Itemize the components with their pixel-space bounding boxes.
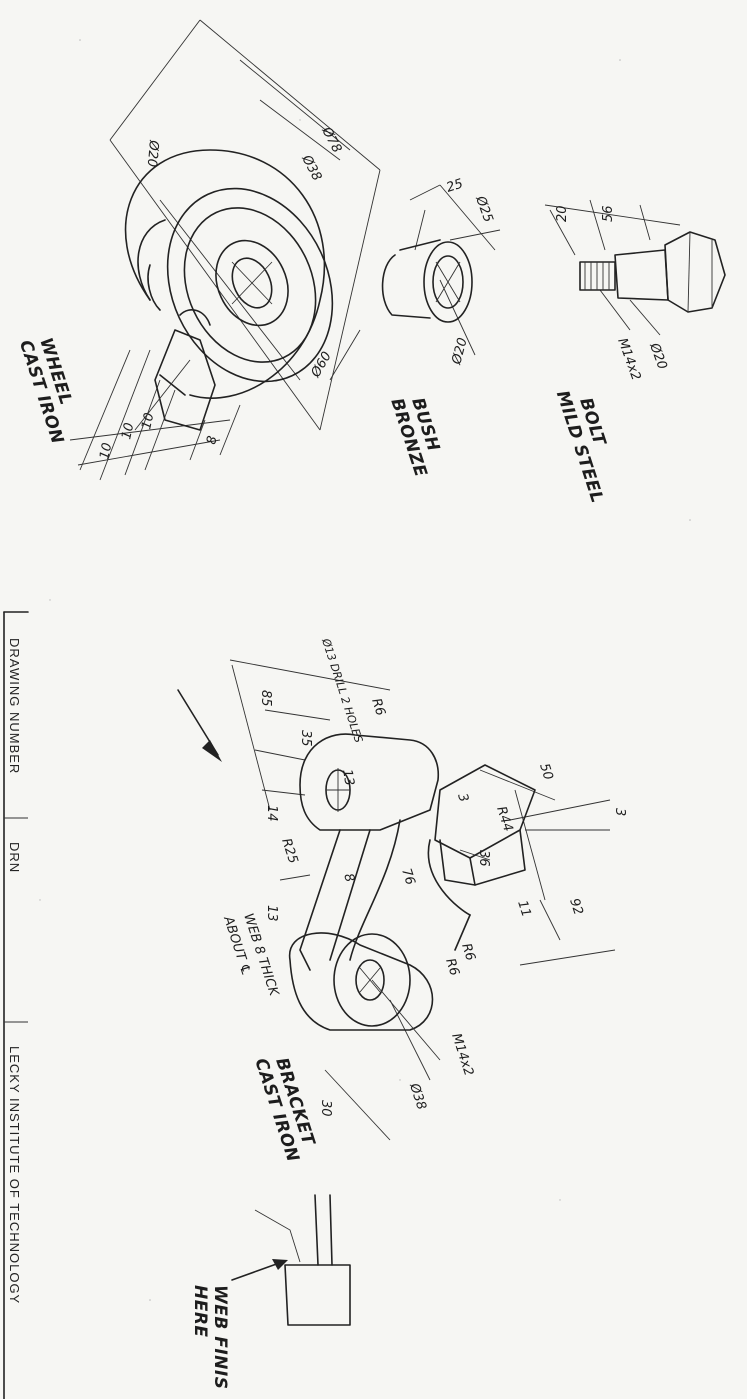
bracket-dim-d30: 30 [318, 1100, 333, 1117]
bolt-dim-b: 56 [601, 205, 616, 222]
bush-dimension-labels: 25 Ø25 Ø20 [445, 176, 496, 367]
bracket-dim-d38: Ø38 [406, 1081, 429, 1112]
title-block-drawing-number: DRAWING NUMBER [7, 638, 22, 774]
bracket-dimension-labels: Ø13 DRILL 2 HOLES R6 85 35 13 14 R25 13 … [220, 636, 627, 1117]
bolt-dimension-lines [544, 199, 681, 336]
bracket-dim-d14: 14 [264, 805, 279, 822]
wheel-dim-d1: Ø78 [318, 124, 344, 156]
wheel-dimension-lines [69, 19, 381, 481]
web-detail-leader [231, 1261, 283, 1281]
bush-caption: BUSH BRONZE [386, 395, 443, 479]
bracket-dimension-lines [229, 659, 616, 1141]
bracket-drawing [177, 659, 616, 1141]
bracket-dim-d85: 85 [258, 690, 273, 707]
web-detail-note-2: HERE [190, 1285, 210, 1338]
bush-dim-len: 25 [445, 176, 465, 195]
title-block-drn: DRN [7, 842, 22, 873]
wheel-dim-w1: 10 [97, 442, 115, 461]
bracket-dim-m14: M14x2 [448, 1032, 476, 1078]
bracket-caption: BRACKET CAST IRON [250, 1055, 318, 1164]
bracket-dim-r25: R25 [278, 837, 300, 866]
title-block-institute: LECKY INSTITUTE OF TECHNOLOGY [7, 1046, 22, 1304]
wheel-dim-d4: Ø60 [308, 349, 335, 381]
bracket-dim-d36: 36 [476, 850, 491, 867]
bracket-dim-r6a: R6 [368, 697, 388, 718]
wheel-dim-d3: Ø20 [144, 139, 161, 168]
wheel-dim-w3: 10 [139, 412, 157, 431]
bush-dim-d-out: Ø25 [472, 193, 496, 224]
wheel-dim-d2: Ø38 [298, 152, 324, 184]
web-detail-caption: WEB FINIS HERE [190, 1285, 230, 1389]
bracket-dim-d50: 50 [536, 762, 555, 782]
bracket-dim-d3b: 3 [612, 808, 627, 816]
bracket-dim-d3a: 3 [454, 792, 471, 805]
bolt-drawing [544, 199, 726, 336]
bracket-dim-r6b: R6 [458, 942, 478, 963]
bracket-dim-d13b: 13 [264, 905, 279, 922]
web-detail-arrow-head [272, 1259, 288, 1270]
title-block [3, 611, 29, 1399]
bush-dim-d-in: Ø20 [449, 336, 471, 367]
wheel-drawing [69, 19, 381, 481]
bracket-dim-d11: 11 [514, 899, 533, 919]
bush-drawing [381, 184, 501, 356]
view-arrow-head [202, 740, 222, 762]
wheel-dim-w2: 10 [119, 422, 137, 441]
bolt-dimension-labels: 20 56 Ø20 M14x2 [555, 205, 669, 382]
bracket-dim-drill: Ø13 DRILL 2 HOLES [319, 636, 365, 744]
web-detail-drawing [231, 1194, 351, 1326]
bracket-dim-r44: R44 [493, 805, 515, 834]
bracket-dim-r6c: R6 [442, 957, 462, 978]
web-detail-note-1: WEB FINIS [210, 1285, 230, 1389]
bolt-dim-thread: M14x2 [614, 336, 643, 382]
bracket-dim-d76: 76 [398, 867, 417, 887]
bracket-dim-d35: 35 [298, 730, 313, 747]
wheel-caption: WHEEL CAST IRON [15, 335, 76, 446]
bracket-dim-d92: 92 [566, 897, 585, 917]
bracket-dim-d13: 13 [339, 768, 357, 787]
bolt-dim-a: 20 [555, 205, 570, 222]
bush-dimension-lines [409, 184, 501, 356]
bolt-dim-d: Ø20 [646, 340, 670, 371]
bolt-caption: BOLT MILD STEEL [552, 388, 610, 505]
wheel-dim-w4: 8 [204, 435, 220, 446]
paper-speckle [39, 39, 691, 1301]
